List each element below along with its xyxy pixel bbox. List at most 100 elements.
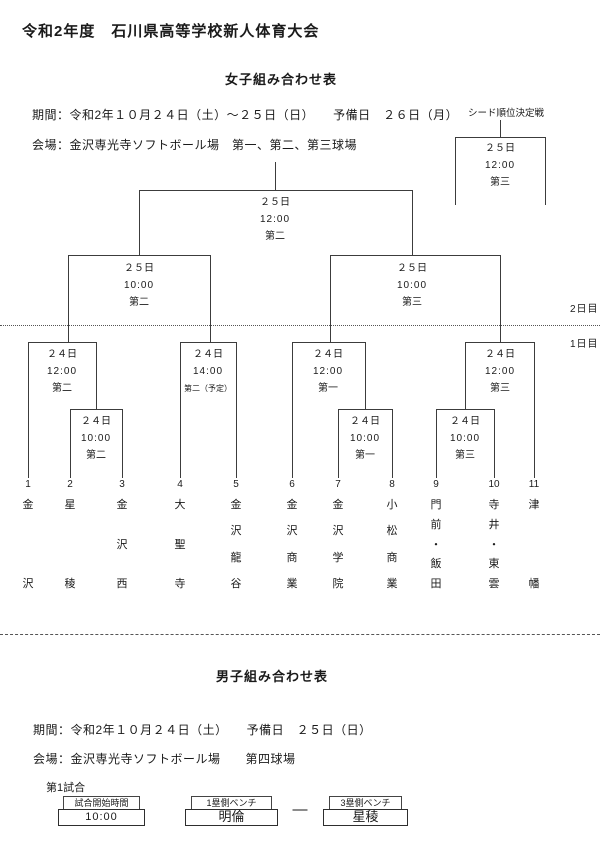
match-g910: ２４日 10:00 第三 [417,413,513,464]
team-name-char: 谷 [230,577,242,590]
match-qf4: ２４日 12:00 第三 [452,346,548,397]
team-name-char: 寺 [174,578,186,590]
team-8-name: 小松商業 [380,500,404,590]
team-name-char: 西 [116,578,128,590]
team2-line [70,409,71,478]
seed-match-time: 12:00 [484,160,516,171]
team-name-char: 稜 [64,578,76,590]
team-name-char: 飯 [430,558,442,571]
team-name-char: 松 [386,525,398,538]
match-qf3: ２４日 12:00 第一 [280,346,376,397]
team-name-char: 商 [386,551,398,564]
team4-line [180,342,181,478]
match-g23: ２４日 10:00 第二 [48,413,144,464]
team-name-char: 学 [332,551,344,564]
match-g910-time: 10:00 [449,433,481,444]
team-name-char: 寺 [488,499,500,511]
final-stub-line [275,162,276,190]
team-4-name: 大聖寺 [168,500,192,590]
team-name-char: 前 [430,518,442,531]
team-1-number: 1 [25,479,31,490]
team-name-char: 金 [332,499,344,511]
match-qf4-date: ２４日 [485,349,515,360]
team-name-char: 金 [286,499,298,511]
qf1-line [28,342,97,343]
seed-box-left-line [455,137,456,205]
team-name-char: 津 [528,499,540,511]
team3-line [122,409,123,478]
match-final-time: 12:00 [259,214,291,225]
team10-line [494,409,495,478]
match-g78: ２４日 10:00 第一 [317,413,413,464]
men-period: 期間：令和2年１０月２４日（土） 予備日 ２５日（日） [33,723,372,737]
team-9-number: 9 [433,479,439,490]
seed-match-date: ２５日 [485,143,515,154]
team-name-char: ・ [488,538,500,551]
section-divider-line [0,634,600,635]
team-7-number: 7 [335,479,341,490]
team-name-char: 沢 [22,578,34,590]
team9-line [436,409,437,478]
match-qf1-time: 12:00 [46,366,78,377]
qf2-riser-line [210,255,211,342]
match-sf1: ２５日 10:00 第二 [91,260,187,311]
match-qf2-time: 14:00 [192,366,224,377]
third-base-bench-header: 3塁側ベンチ [329,796,402,810]
g910-line [436,409,495,410]
sf2-riser-line [412,190,413,255]
team-name-char: 沢 [286,525,298,538]
team-name-char: 雲 [488,578,500,590]
day-divider-line [0,325,600,326]
team1-line [28,342,29,478]
match-qf4-time: 12:00 [484,366,516,377]
match-qf3-date: ２４日 [313,349,343,360]
match-g23-date: ２４日 [81,416,111,427]
team-name-char: 沢 [332,525,344,538]
match-sf1-date: ２５日 [124,263,154,274]
men-section-title: 男子組み合わせ表 [215,669,329,684]
match-sf2-field: 第三 [402,297,422,308]
match-qf2-field: 第二（予定） [184,384,232,393]
seed-box-right-line [545,137,546,205]
team-3-number: 3 [119,479,125,490]
day1-label: 1日目 [570,339,599,350]
final-line [139,190,413,191]
match-qf2-date: ２４日 [193,349,223,360]
team-10-number: 10 [488,479,500,490]
team-11-name: 津幡 [522,500,546,590]
team-11-number: 11 [528,479,540,490]
team-name-char: 門 [430,499,442,511]
g78-riser-line [365,342,366,409]
qf4-riser-line [500,255,501,342]
match-g910-date: ２４日 [450,416,480,427]
match-final-field: 第二 [265,231,285,242]
match-g23-field: 第二 [86,450,106,461]
sf1-riser-line [139,190,140,255]
team-3-name: 金沢西 [110,500,134,590]
qf4-line [465,342,535,343]
team-2-name: 星稜 [58,500,82,590]
team-10-name: 寺井・東雲 [482,500,506,590]
women-section-title: 女子組み合わせ表 [224,72,338,87]
team8-line [392,409,393,478]
team-2-number: 2 [67,479,73,490]
g78-line [338,409,393,410]
qf1-riser-line [68,255,69,342]
team-1-name: 金沢 [16,500,40,590]
first-base-bench-team: 明倫 [185,809,278,826]
qf3-line [292,342,366,343]
team-name-char: 業 [286,577,298,590]
team-name-char: 金 [116,499,128,511]
third-base-bench-team: 星稜 [323,809,408,826]
match-qf3-field: 第一 [318,383,338,394]
match-qf1-field: 第二 [52,383,72,394]
team-name-char: 田 [430,578,442,590]
g23-riser-line [96,342,97,409]
team6-line [292,342,293,478]
team-name-char: 金 [230,499,242,511]
team-name-char: 院 [332,577,344,590]
team-name-char: 小 [386,499,398,511]
start-time-value: 10:00 [58,809,145,826]
match-qf1-date: ２４日 [47,349,77,360]
